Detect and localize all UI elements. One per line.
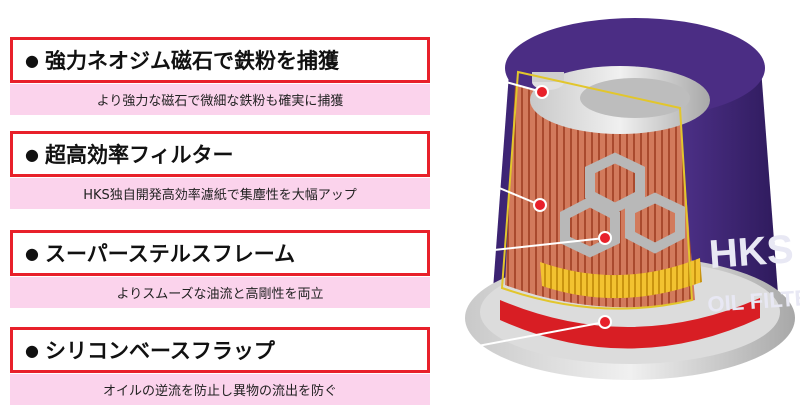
feature-description: より強力な磁石で微細な鉄粉も確実に捕獲 <box>10 84 430 115</box>
magnet-body <box>532 72 564 82</box>
oil-filter-illustration: HKS OIL FILTER <box>430 18 800 380</box>
feature-description: オイルの逆流を防止し異物の流出を防ぐ <box>10 374 430 405</box>
bullet: ● <box>25 340 39 360</box>
feature-flap: ● シリコンベースフラップ オイルの逆流を防止し異物の流出を防ぐ <box>10 327 430 405</box>
feature-title-text: 強力ネオジム磁石で鉄粉を捕獲 <box>44 49 339 73</box>
marker-filter <box>533 198 547 212</box>
cutaway-outline <box>500 70 694 310</box>
feature-title: ● 超高効率フィルター <box>10 131 430 177</box>
brand-text: HKS <box>708 227 795 277</box>
feature-title: ● シリコンベースフラップ <box>10 327 430 373</box>
feature-title-text: 超高効率フィルター <box>44 143 234 167</box>
callout-markers <box>533 85 612 329</box>
marker-magnet <box>535 85 549 99</box>
yellow-pleats <box>540 258 702 299</box>
feature-description: HKS独自開発高効率濾紙で集塵性を大幅アップ <box>10 178 430 209</box>
callout-lines <box>430 60 606 356</box>
bullet: ● <box>25 50 39 70</box>
feature-title: ● 強力ネオジム磁石で鉄粉を捕獲 <box>10 37 430 83</box>
stealth-frame <box>560 152 685 258</box>
silicone-flap <box>500 298 760 349</box>
marker-frame <box>598 231 612 245</box>
feature-magnet: ● 強力ネオジム磁石で鉄粉を捕獲 より強力な磁石で微細な鉄粉も確実に捕獲 <box>10 37 430 115</box>
feature-title-text: スーパーステルスフレーム <box>44 242 296 266</box>
feature-filter: ● 超高効率フィルター HKS独自開発高効率濾紙で集塵性を大幅アップ <box>10 131 430 209</box>
marker-flap <box>598 315 612 329</box>
feature-title: ● スーパーステルスフレーム <box>10 230 430 276</box>
feature-frame: ● スーパーステルスフレーム よりスムーズな油流と高剛性を両立 <box>10 230 430 308</box>
bullet: ● <box>25 243 39 263</box>
feature-title-text: シリコンベースフラップ <box>44 339 275 363</box>
feature-description: よりスムーズな油流と高剛性を両立 <box>10 277 430 308</box>
bullet: ● <box>25 144 39 164</box>
